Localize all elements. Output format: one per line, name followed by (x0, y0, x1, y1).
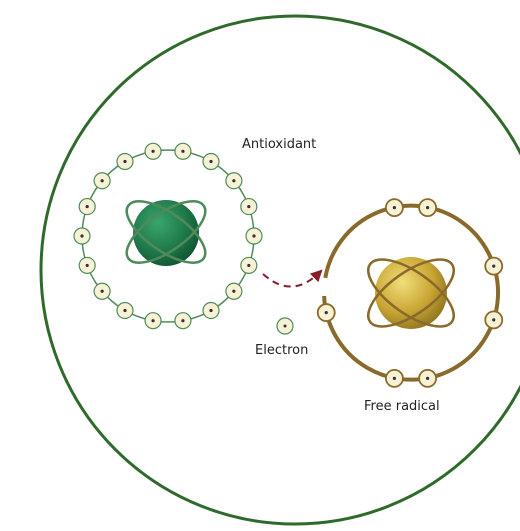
electron (144, 142, 162, 160)
electron (202, 152, 220, 171)
electron (484, 310, 504, 330)
electron (316, 303, 336, 322)
free-radical-orbitals (367, 258, 455, 328)
electron (93, 282, 111, 300)
antioxidant-label: Antioxidant (242, 137, 316, 152)
electron (174, 312, 192, 330)
antioxidant-electrons (73, 142, 263, 330)
free-radical-label: Free radical (364, 399, 440, 414)
electron (418, 369, 438, 388)
free-radical-electrons (316, 198, 504, 388)
electron (144, 312, 162, 330)
free-electron (276, 317, 294, 335)
electron (116, 301, 134, 320)
antioxidant-atom (73, 142, 263, 330)
free-radical-orbit-ring (322, 203, 501, 382)
electron (73, 227, 91, 245)
electron (202, 301, 220, 320)
electron (93, 172, 111, 190)
electron (174, 142, 192, 160)
electron (240, 197, 258, 216)
electron (384, 369, 404, 388)
antioxidant-nucleus (133, 200, 199, 266)
electron (225, 282, 243, 300)
electron (78, 256, 96, 275)
antioxidant-orbitals (125, 200, 207, 264)
electron (245, 227, 263, 245)
free-radical-atom (316, 198, 504, 388)
electron (116, 152, 134, 171)
electron (484, 256, 504, 276)
electron-transfer-arrow (262, 269, 323, 288)
free-radical-nucleus (375, 257, 447, 329)
electron (78, 197, 96, 216)
electron (418, 198, 438, 217)
outer-circle (39, 14, 520, 526)
electron (240, 256, 258, 275)
electron (384, 198, 404, 217)
electron-label: Electron (255, 343, 308, 358)
electron (225, 172, 243, 190)
